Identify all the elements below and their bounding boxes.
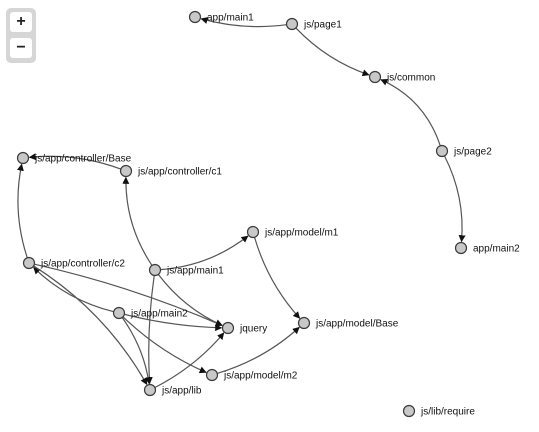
edge-js-app-controller-c2-to-js-app-lib	[33, 265, 148, 385]
node-circle[interactable]	[285, 17, 299, 31]
node-js-page1[interactable]: js/page1	[285, 17, 343, 31]
node-app-main1[interactable]: app/main1	[188, 10, 255, 24]
node-label: js/app/main1	[166, 266, 224, 277]
edge-js-app-controller-c1-to-js-app-controller-base	[28, 153, 122, 170]
node-label: js/app/controller/c1	[137, 167, 222, 178]
node-app-main2[interactable]: app/main2	[454, 241, 521, 255]
edge-js-app-main1-to-js-app-lib	[145, 275, 155, 385]
edge-js-page1-to-js-common	[295, 27, 370, 77]
node-js-app-controller-base[interactable]: js/app/controller/Base	[16, 151, 132, 165]
node-circle[interactable]	[22, 256, 36, 270]
node-js-app-controller-c1[interactable]: js/app/controller/c1	[119, 164, 223, 178]
node-circle[interactable]	[148, 263, 162, 277]
edge-js-app-main2-to-js-app-lib	[121, 317, 152, 385]
node-circle[interactable]	[221, 321, 235, 335]
node-circle[interactable]	[246, 225, 260, 239]
node-label: js/common	[386, 73, 435, 84]
node-circle[interactable]	[143, 383, 157, 397]
node-js-app-model-m2[interactable]: js/app/model/m2	[205, 368, 298, 382]
node-js-common[interactable]: js/common	[368, 70, 436, 84]
edge-js-app-controller-c2-to-jquery	[34, 263, 223, 327]
node-circle[interactable]	[119, 164, 133, 178]
node-circle[interactable]	[205, 368, 219, 382]
node-circle[interactable]	[16, 151, 30, 165]
node-js-app-controller-c2[interactable]: js/app/controller/c2	[22, 256, 126, 270]
zoom-control: + −	[6, 8, 36, 63]
node-label: app/main1	[207, 13, 254, 24]
node-js-app-model-base[interactable]: js/app/model/Base	[297, 316, 399, 330]
edge-js-app-lib-to-jquery	[154, 332, 225, 389]
node-label: js/app/model/m1	[264, 228, 339, 239]
edge-js-page2-to-js-common	[380, 79, 441, 146]
node-jquery[interactable]: jquery	[221, 321, 268, 335]
node-label: app/main2	[473, 244, 520, 255]
edge-js-app-main2-to-js-app-controller-c2	[33, 267, 114, 313]
edge-js-app-main1-to-js-app-controller-c1	[122, 176, 153, 266]
node-label: js/lib/require	[420, 407, 475, 418]
zoom-in-button[interactable]: +	[10, 12, 32, 32]
node-label: js/app/model/Base	[315, 319, 399, 330]
node-circle[interactable]	[368, 70, 382, 84]
zoom-out-button[interactable]: −	[10, 38, 32, 58]
node-label: js/page1	[303, 20, 342, 31]
node-circle[interactable]	[454, 241, 468, 255]
node-js-lib-require[interactable]: js/lib/require	[402, 404, 476, 418]
node-label: js/app/main2	[130, 309, 188, 320]
node-label: js/app/lib	[161, 386, 202, 397]
node-label: js/app/controller/c2	[40, 259, 125, 270]
node-js-app-model-m1[interactable]: js/app/model/m1	[246, 225, 339, 239]
node-js-page2[interactable]: js/page2	[435, 144, 493, 158]
node-circle[interactable]	[112, 306, 126, 320]
node-js-app-lib[interactable]: js/app/lib	[143, 383, 202, 397]
node-label: js/app/model/m2	[223, 371, 298, 382]
edge-js-app-main1-to-js-app-model-m1	[160, 235, 249, 271]
edge-js-app-main2-to-jquery	[124, 313, 223, 332]
node-circle[interactable]	[402, 404, 416, 418]
node-circle[interactable]	[435, 144, 449, 158]
node-circle[interactable]	[297, 316, 311, 330]
node-layer: app/main1 js/page1 js/common js/page2 app/ma…	[16, 10, 521, 418]
node-label: js/app/controller/Base	[34, 154, 132, 165]
node-js-app-main2[interactable]: js/app/main2	[112, 306, 189, 320]
edge-js-app-controller-c2-to-js-app-controller-base	[16, 163, 28, 258]
edge-js-page2-to-app-main2	[443, 155, 466, 243]
node-js-app-main1[interactable]: js/app/main1	[148, 263, 225, 277]
edge-js-app-model-m2-to-js-app-model-base	[217, 326, 300, 374]
edge-js-app-main2-to-js-app-model-m2	[122, 316, 207, 374]
edge-js-page1-to-app-main1	[200, 17, 287, 28]
node-circle[interactable]	[188, 10, 202, 24]
edge-js-app-model-m1-to-js-app-model-base	[253, 237, 301, 319]
node-label: jquery	[239, 324, 267, 335]
node-label: js/page2	[453, 147, 492, 158]
edge-layer	[16, 17, 466, 389]
